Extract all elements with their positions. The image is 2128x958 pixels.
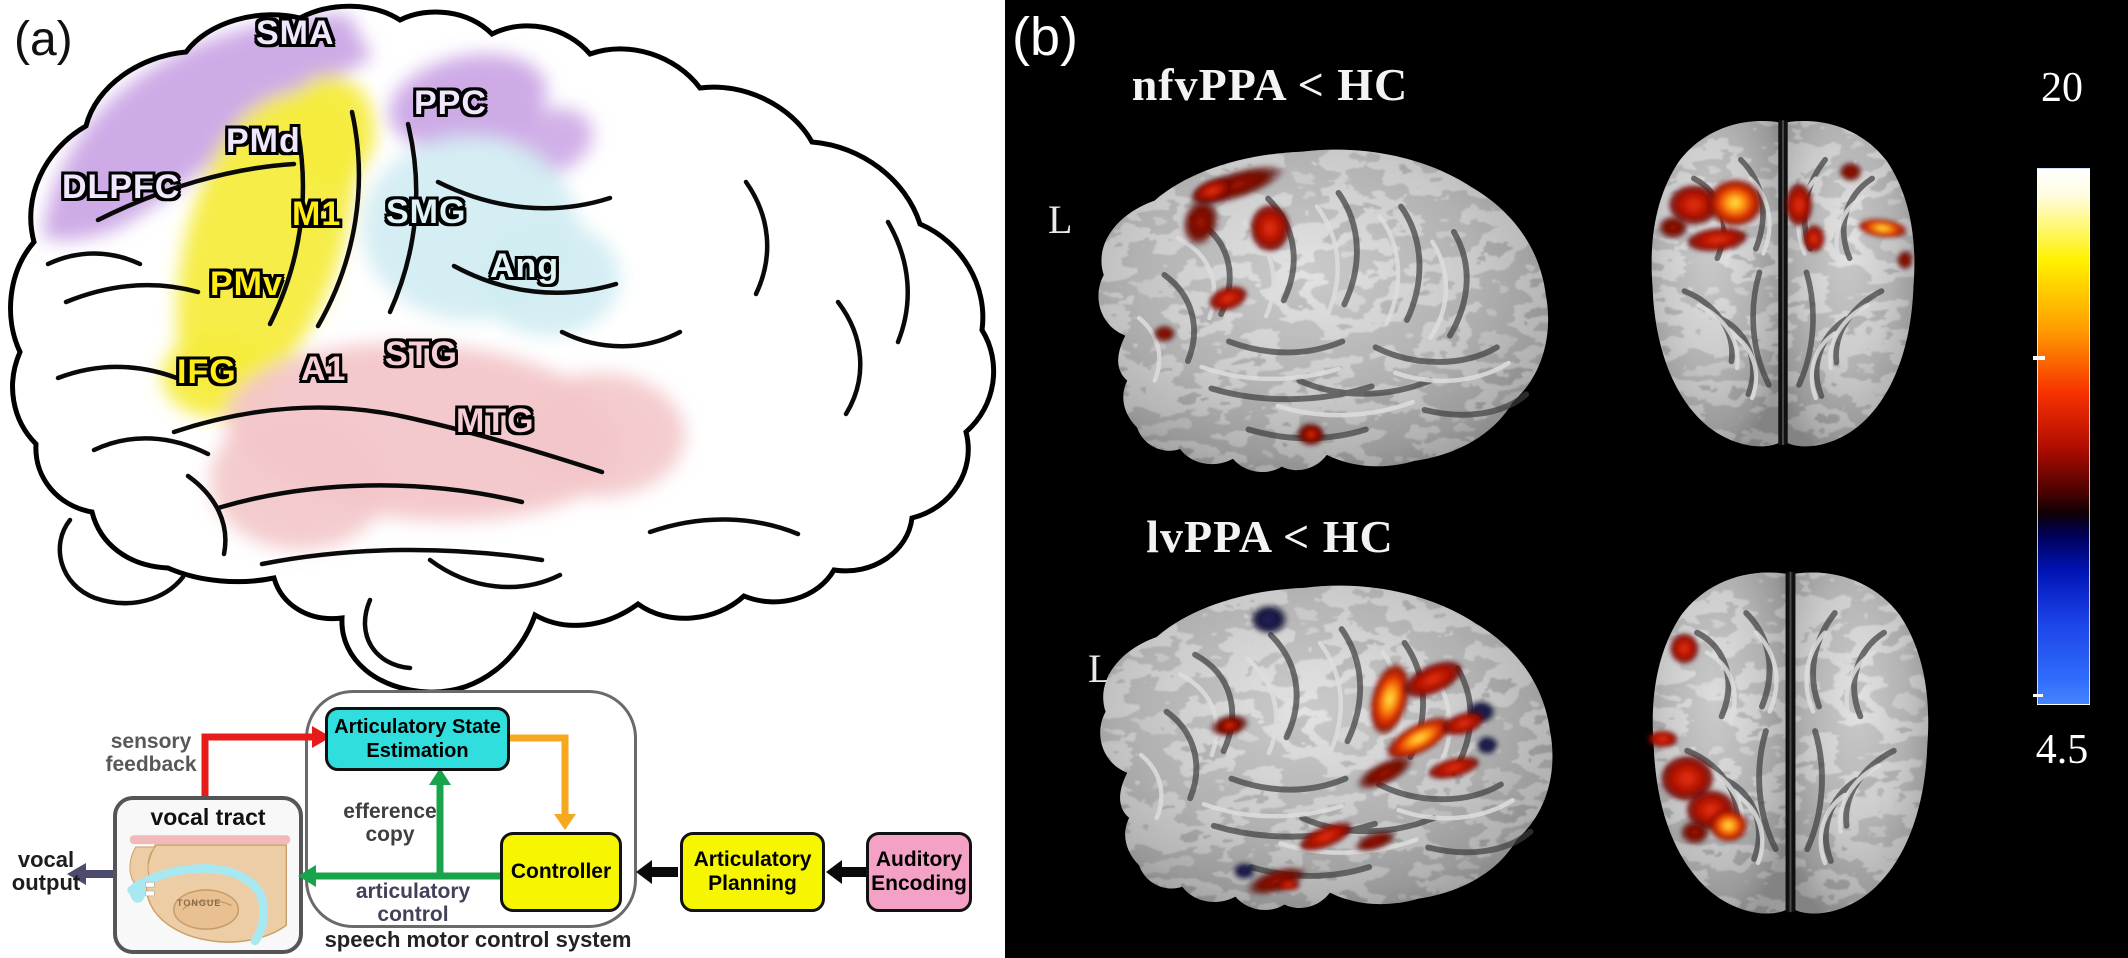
colorbar-min-value: 4.5: [2035, 727, 2089, 773]
system-label: speech motor control system: [324, 927, 632, 952]
region-label-a1: A1: [301, 350, 347, 388]
region-label-mtg: MTG: [456, 402, 535, 440]
vocal-tract-title: vocal tract: [150, 804, 266, 830]
ase-line1: Articulatory State: [334, 716, 501, 738]
frontal-purple-region: [42, 14, 372, 240]
brain-diagram: [0, 0, 1005, 700]
auditory-encoding-box: Auditory Encoding: [866, 832, 972, 912]
vocal-tract-illustration: [127, 835, 291, 946]
region-label-ang: Ang: [490, 247, 560, 285]
ppc-purple-region: [389, 54, 547, 150]
tongue-label: TONGUE: [177, 898, 222, 908]
planning-line2: Planning: [708, 872, 797, 895]
region-label-m1: M1: [292, 195, 342, 233]
region-label-pmv: PMv: [210, 265, 283, 303]
region-label-sma: SMA: [256, 14, 335, 52]
lateral-brain-nfvppa: [1080, 142, 1550, 494]
colorbar-mid-tick: [2033, 356, 2045, 360]
comparison-title-nfvppa: nfvPPA < HC: [1131, 59, 1409, 110]
vocal-tract-box: vocal tract TONGUE: [113, 796, 303, 954]
comparison-title-lvppa: lvPPA < HC: [1146, 511, 1394, 562]
lvppa-lateral-activations: [1209, 603, 1499, 896]
articulatory-control-label: articulatory control: [355, 880, 471, 926]
controller-label: Controller: [510, 860, 612, 883]
stat-colorbar: [2037, 168, 2090, 705]
sulci-lines: [45, 109, 910, 671]
left-hemisphere-mark-1: L: [1048, 197, 1073, 242]
panel-a-label: (a): [14, 13, 73, 66]
planning-to-controller-arrow: [636, 860, 678, 884]
lateral-brain-lvppa: [1082, 578, 1554, 932]
planning-line1: Articulatory: [693, 848, 812, 871]
panel-a: (a): [0, 0, 1005, 958]
articulatory-planning-box: Articulatory Planning: [680, 832, 825, 912]
region-label-pmd: PMd: [226, 122, 301, 160]
colorbar-low-tick: [2033, 694, 2043, 697]
controller-box: Controller: [500, 832, 622, 912]
nfvppa-axial-activations: [1657, 161, 1914, 271]
encoding-to-planning-arrow: [826, 860, 866, 884]
region-label-stg: STG: [385, 335, 458, 373]
region-label-ppc: PPC: [414, 84, 487, 122]
axial-brain-nfvppa: [1634, 94, 1932, 460]
region-label-ifg: IFG: [177, 353, 237, 391]
nfvppa-lateral-activations: [1152, 164, 1327, 448]
encoding-line1: Auditory: [875, 848, 963, 871]
panel-b: (b) nfvPPA < HC L: [1005, 0, 2128, 958]
panel-b-label: (b): [1012, 7, 1078, 67]
lvppa-axial-activations: [1646, 632, 1749, 846]
region-label-dlpfc: DLPFC: [62, 168, 181, 206]
colorbar-max-value: 20: [2041, 65, 2083, 111]
axial-brain-lvppa: [1646, 536, 1943, 936]
encoding-line2: Encoding: [871, 872, 967, 895]
articulatory-state-estimation-box: Articulatory State Estimation: [325, 707, 510, 771]
ase-line2: Estimation: [366, 740, 469, 762]
region-label-smg: SMG: [386, 193, 467, 231]
